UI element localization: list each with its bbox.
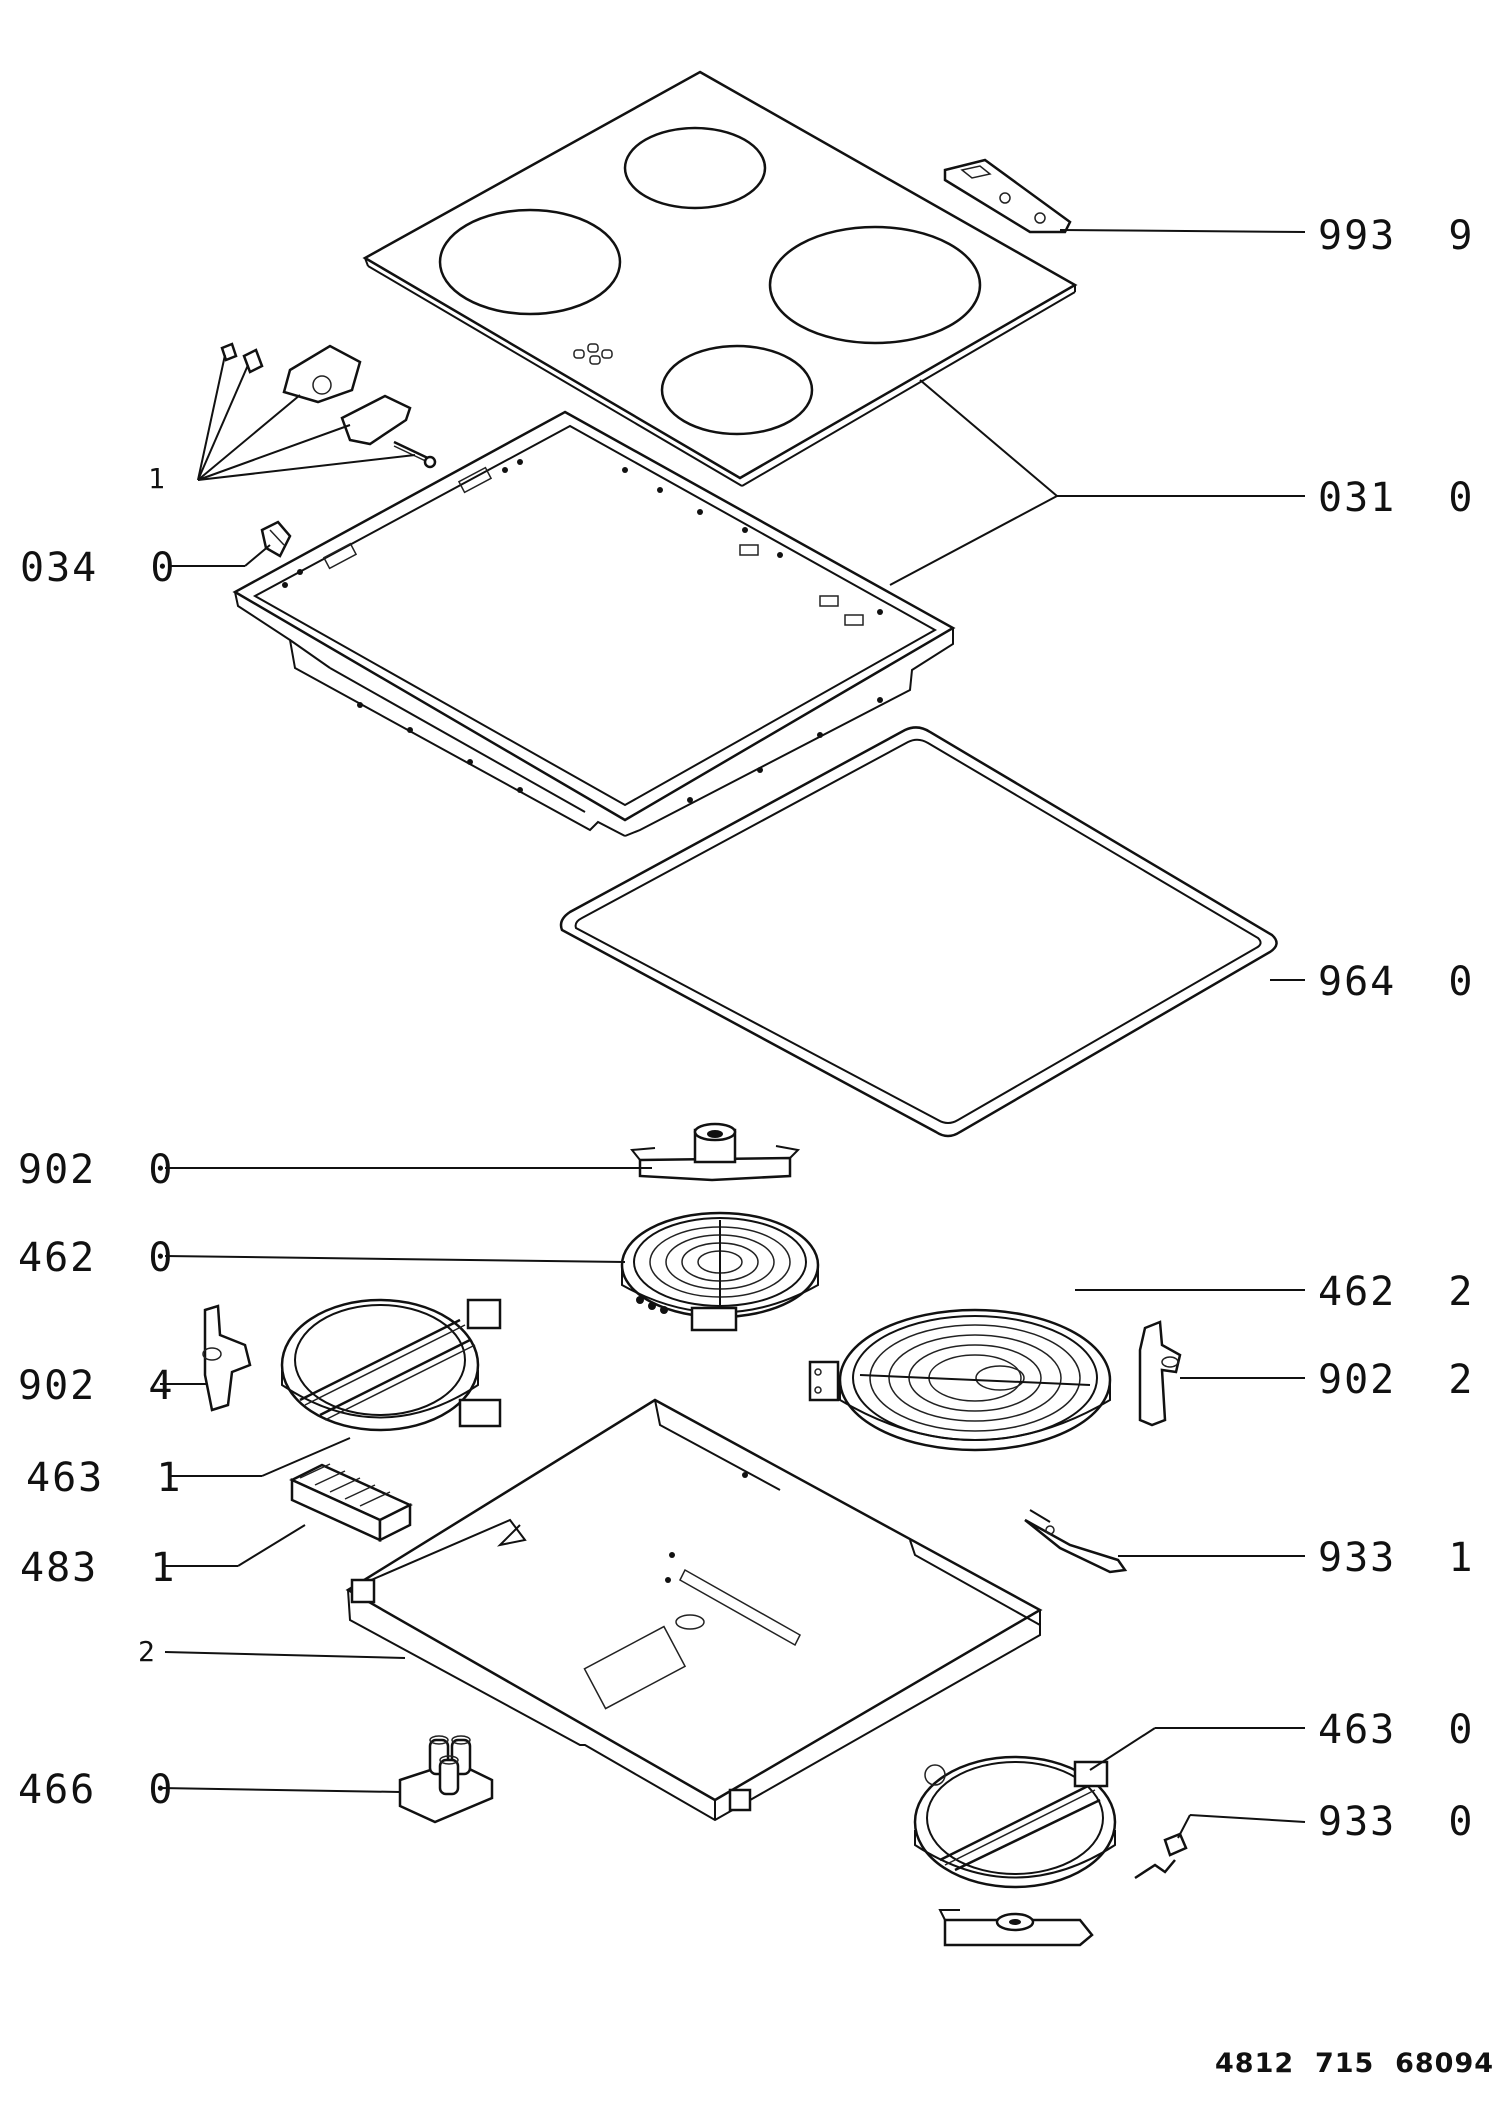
callout-483-1: 483 1 [20,1545,177,1591]
part-462-2-radiant-heater-large [838,1308,1112,1452]
part-902-0-bracket [630,1122,801,1182]
part-933-1-sensor [1024,1509,1128,1574]
callout-993-9: 993 9 [1318,213,1475,259]
callout-466-0: 466 0 [18,1767,175,1813]
callout-463-1: 463 1 [26,1455,183,1501]
part-466-0-relay [398,1735,494,1824]
callout-933-1: 933 1 [1318,1535,1475,1581]
callout-2: 2 [138,1635,155,1668]
callout-462-0: 462 0 [18,1235,175,1281]
glass-ceramic-hob-top [362,70,1078,487]
frame-part-031-0 [232,410,956,837]
callout-902-0: 902 0 [18,1147,175,1193]
part-902-4-bracket [202,1304,252,1412]
callout-902-2: 902 2 [1318,1357,1475,1403]
part-034-0-clip [260,520,292,558]
part-993-9-bracket [943,158,1072,234]
leader-lines [159,229,1306,1839]
part-463-0-bracket [938,1909,1094,1947]
part-463-1-halogen-heater [280,1298,502,1432]
callout-902-4: 902 4 [18,1363,175,1409]
part-1-fixing-kit [220,342,437,469]
gasket-part-964-0 [559,726,1278,1138]
part-462-2-terminal [808,1360,840,1402]
callout-034-0: 034 0 [20,545,177,591]
callout-462-2: 462 2 [1318,1269,1475,1315]
part-933-0-sensor [1134,1832,1188,1880]
part-902-2-bracket [1138,1320,1182,1427]
document-code: 4812 715 68094 [1215,2048,1495,2079]
callout-933-0: 933 0 [1318,1799,1475,1845]
callout-964-0: 964 0 [1318,959,1475,1005]
callout-1: 1 [148,462,165,495]
part-462-0-radiant-heater [620,1211,820,1332]
bottom-tray-part-2 [345,1398,1043,1822]
callout-463-0: 463 0 [1318,1707,1475,1753]
part-463-0-halogen-heater [913,1755,1117,1889]
callout-031-0: 031 0 [1318,475,1475,521]
part-483-1-terminal-block [289,1463,413,1543]
